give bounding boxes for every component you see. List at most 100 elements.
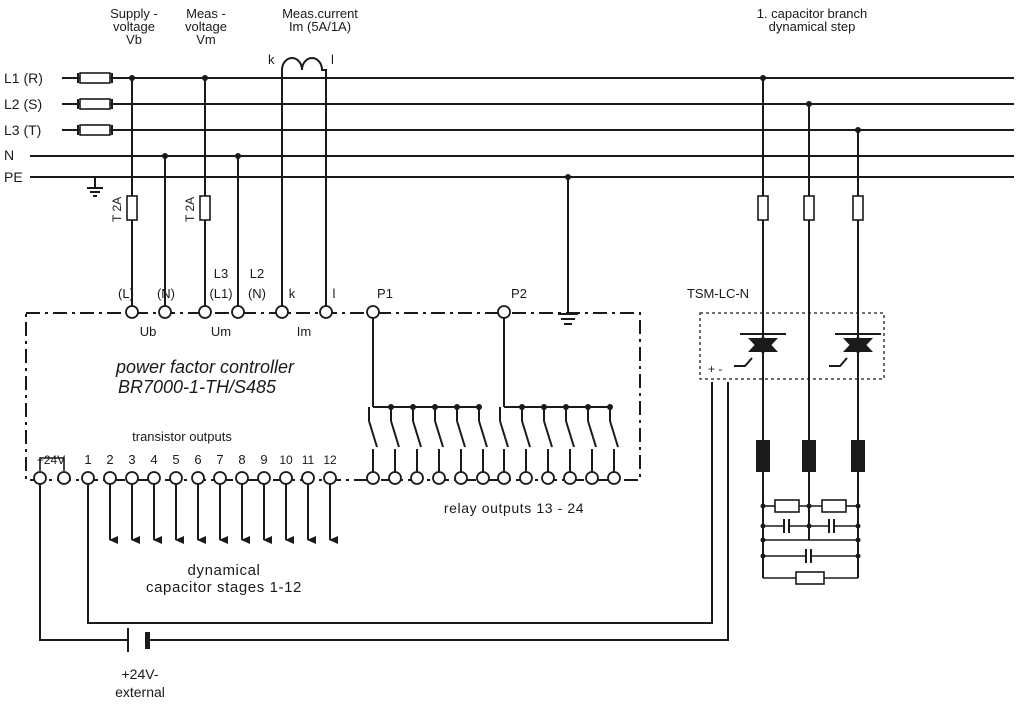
external-label: external [115,684,165,700]
relay-contact [476,404,490,485]
svg-text:P2: P2 [511,286,527,301]
terminal-l1-meas [198,305,212,319]
meas-current-label: Meas.current Im (5A/1A) [282,6,358,34]
svg-text:capacitor stages 1-12: capacitor stages 1-12 [146,579,302,596]
stages-label: dynamical capacitor stages 1-12 [146,562,302,596]
transistor-output-number: 11 [302,453,315,467]
transistor-outputs-title: transistor outputs [132,429,232,444]
pe-drop [558,174,578,325]
svg-text:voltage: voltage [113,19,155,34]
resistor-2 [821,499,847,513]
tsm-polarity: + - [708,362,722,376]
svg-text:k: k [268,52,275,67]
supply-24v-label: +24V [37,453,65,467]
relay-contact [585,404,599,485]
transistor-output-number: 2 [106,452,113,467]
reactor-3 [851,440,865,472]
line-label-pe: PE [4,169,23,185]
controller-title: power factor controller [115,357,295,377]
relay-contact [432,404,446,485]
transistor-terminal [323,471,337,485]
svg-text:L3: L3 [214,266,228,281]
resistor-1 [774,499,800,513]
relay-outputs-label: relay outputs 13 - 24 [444,500,584,516]
external-24v-label: +24V- [122,666,159,682]
svg-text:k: k [289,286,296,301]
branch-fuse-l1 [757,195,769,221]
tsm-label: TSM-LC-N [687,286,749,301]
relay-contact [519,404,533,485]
transistor-terminal [103,471,117,485]
terminal-24v-plus [33,471,47,485]
thyristor-2 [829,333,881,367]
svg-text:Im (5A/1A): Im (5A/1A) [289,19,351,34]
transistor-terminal [169,471,183,485]
capacitor-branch-label: 1. capacitor branch dynamical step [757,6,868,34]
svg-text:dynamical step: dynamical step [769,19,856,34]
line-fuse-l2 [77,98,113,110]
transistor-output-number: 10 [279,453,293,467]
supply-wiring: T 2A [110,75,168,306]
meas-fuse [199,195,211,221]
line-label-l2: L2 (S) [4,96,42,112]
svg-text:dynamical: dynamical [188,562,261,579]
transistor-terminal [279,471,293,485]
terminal-k [275,305,289,319]
terminal-24v-minus [57,471,71,485]
svg-text:l: l [333,286,336,301]
controller-model: BR7000-1-TH/S485 [118,377,277,397]
thyristor-1 [734,333,786,367]
transistor-terminal [191,471,205,485]
branch-fuse-l2 [803,195,815,221]
relay-contact [410,404,424,485]
controller-box: (L) (N) L3 (L1) L2 (N) k l P1 P2 Ub Um I… [25,266,641,481]
relay-contact [366,407,380,485]
meas-fuse-label: T 2A [183,197,197,222]
transistor-terminal [147,471,161,485]
svg-text:1. capacitor branch: 1. capacitor branch [757,6,868,21]
terminal-l-supply [125,305,139,319]
transistor-terminal [213,471,227,485]
terminal-p1 [366,305,380,319]
line-label-n: N [4,147,14,163]
transistor-output-number: 3 [128,452,135,467]
pe-ground-icon [87,177,103,197]
meas-voltage-label: Meas - voltage Vm [185,6,227,47]
relay-contact [497,407,511,485]
svg-text:Supply -: Supply - [110,6,158,21]
svg-text:l: l [331,52,334,67]
resistor-3 [795,571,825,585]
transistor-output-number: 1 [84,452,91,467]
reactor-1 [756,440,770,472]
terminal-n-meas [231,305,245,319]
relay-outputs [366,404,621,485]
svg-text:Vb: Vb [126,32,142,47]
transistor-terminal [235,471,249,485]
transistor-outputs: transistor outputs +24V [37,429,232,471]
transistor-terminal [257,471,271,485]
transistor-output-number: 9 [260,452,267,467]
transistor-terminal [301,471,315,485]
line-fuse-l1 [77,72,113,84]
svg-text:Vm: Vm [196,32,216,47]
capacitor-branch: TSM-LC-N + - [687,75,885,585]
supply-fuse-label: T 2A [110,197,124,222]
current-transformer: k l [268,52,334,306]
terminal-l [319,305,333,319]
transistor-output-number: 7 [216,452,223,467]
im-label: Im [297,324,311,339]
supply-voltage-label: Supply - voltage Vb [110,6,158,47]
relay-contact [607,404,621,485]
transistor-terminal [81,471,95,485]
terminal-p2 [497,305,511,319]
tsm-module-box [699,312,885,380]
svg-text:(N): (N) [248,286,266,301]
svg-text:P1: P1 [377,286,393,301]
external-24v-wiring: +24V- external [39,382,729,700]
transistor-terminal [125,471,139,485]
terminal-n-supply [158,305,172,319]
reactor-2 [802,440,816,472]
svg-text:L2: L2 [250,266,264,281]
transistor-output-number: 12 [323,453,337,467]
